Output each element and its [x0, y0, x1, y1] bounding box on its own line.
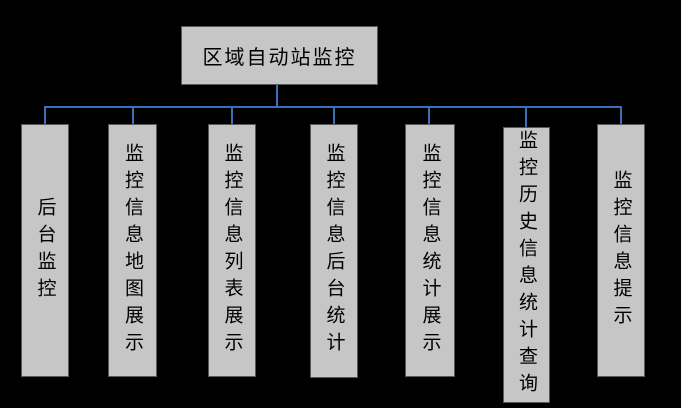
connector-trunk — [276, 85, 278, 107]
root-node: 区域自动站监控 — [181, 26, 378, 85]
child-node-label: 监控历史信息统计查询 — [516, 130, 537, 400]
connector-drop-6 — [525, 108, 527, 127]
child-node-label: 监控信息统计展示 — [419, 142, 441, 359]
connector-drop-1 — [44, 108, 46, 124]
child-node-list-display: 监控信息列表展示 — [208, 124, 256, 377]
child-node-history-statistics-query: 监控历史信息统计查询 — [503, 127, 550, 403]
child-node-label: 后台监控 — [34, 196, 56, 305]
connector-drop-3 — [231, 108, 233, 124]
connector-drop-7 — [620, 108, 622, 124]
child-node-info-prompt: 监控信息提示 — [597, 124, 645, 377]
child-node-label: 监控信息提示 — [610, 169, 632, 332]
child-node-statistics-display: 监控信息统计展示 — [405, 124, 455, 377]
child-node-label: 监控信息列表展示 — [221, 142, 243, 359]
connector-drop-5 — [428, 108, 430, 124]
child-node-label: 监控信息地图展示 — [122, 142, 143, 359]
connector-drop-2 — [132, 108, 134, 124]
child-node-map-display: 监控信息地图展示 — [108, 124, 157, 377]
child-node-backend-statistics: 监控信息后台统计 — [310, 124, 358, 378]
root-node-label: 区域自动站监控 — [202, 47, 357, 69]
child-node-backend-monitoring: 后台监控 — [21, 124, 69, 377]
connector-drop-4 — [333, 108, 335, 124]
child-node-label: 监控信息后台统计 — [323, 143, 345, 359]
connector-rail — [44, 106, 622, 108]
